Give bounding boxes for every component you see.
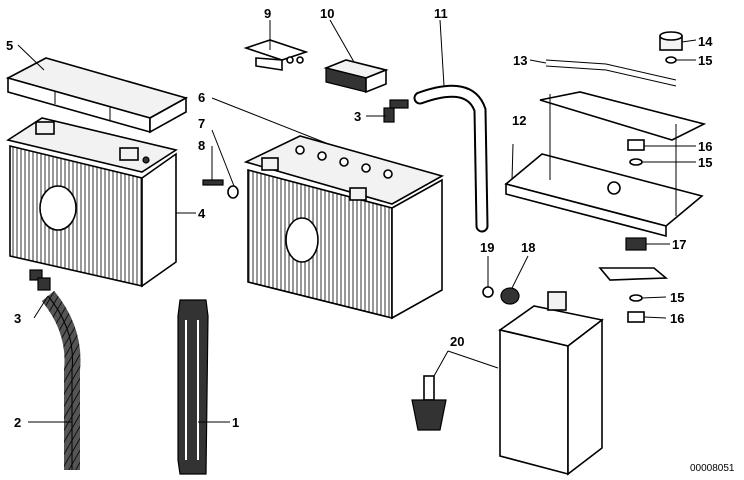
hold-down-strap-part <box>177 299 209 475</box>
callout-17: 17 <box>672 237 686 252</box>
nut-part-16-lower <box>627 311 645 323</box>
nut-part-16-upper <box>627 139 645 151</box>
callout-20: 20 <box>450 334 464 349</box>
battery-cover-part <box>5 57 189 134</box>
strap-band-part <box>545 59 677 87</box>
callout-13: 13 <box>513 53 527 68</box>
callout-15-upper: 15 <box>698 155 712 170</box>
callout-9: 9 <box>264 6 271 21</box>
callout-15-lower: 15 <box>670 290 684 305</box>
battery-large-part <box>243 135 445 320</box>
callout-3-left: 3 <box>14 311 21 326</box>
terminal-cover-part <box>323 59 389 94</box>
washer-part-7 <box>227 185 239 199</box>
leader-lines <box>17 19 697 423</box>
callout-15-top: 15 <box>698 53 712 68</box>
callout-10: 10 <box>320 6 334 21</box>
vent-elbow-left-part <box>29 269 51 291</box>
callout-18: 18 <box>521 240 535 255</box>
vent-hose-left-part <box>41 290 81 470</box>
callout-4: 4 <box>198 206 206 221</box>
callout-16-lower: 16 <box>670 311 684 326</box>
callout-7: 7 <box>198 116 205 131</box>
callout-19: 19 <box>480 240 494 255</box>
callout-14: 14 <box>698 34 713 49</box>
bracket-part <box>243 39 309 71</box>
cap-nut-part-14 <box>659 31 683 51</box>
washer-part-15-upper <box>629 158 643 166</box>
washer-part-15-top <box>665 56 677 64</box>
callout-labels: 5 4 6 7 8 9 10 11 3 3 2 1 19 18 20 12 13… <box>6 6 735 474</box>
document-number: 00008051 <box>690 463 735 474</box>
callout-5: 5 <box>6 38 13 53</box>
callout-11: 11 <box>434 6 448 21</box>
plug-part-18 <box>500 287 520 305</box>
battery-small-part <box>5 117 179 288</box>
seal-ring-part-19 <box>482 286 494 298</box>
callout-8: 8 <box>198 138 205 153</box>
washer-part-15-lower <box>629 294 643 302</box>
rubber-mount-part <box>598 237 669 281</box>
callout-16-upper: 16 <box>698 139 712 154</box>
vent-elbow-right-part <box>383 99 409 123</box>
bolt-part-8 <box>202 179 224 186</box>
callout-12: 12 <box>512 113 526 128</box>
callout-1: 1 <box>232 415 239 430</box>
callout-6: 6 <box>198 90 205 105</box>
water-canister-part <box>498 291 604 476</box>
callout-2: 2 <box>14 415 21 430</box>
callout-3-right: 3 <box>354 109 361 124</box>
vent-hose-right-part <box>413 84 489 233</box>
funnel-part <box>411 375 447 431</box>
battery-tray-part <box>504 91 707 238</box>
